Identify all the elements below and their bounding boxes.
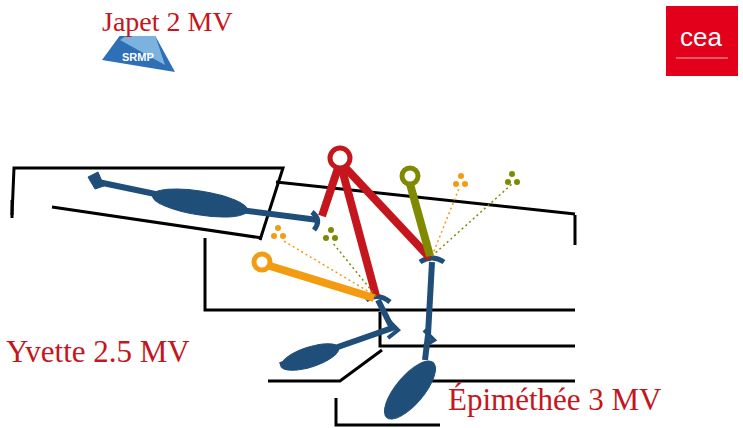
dotted-line (432, 186, 460, 256)
dotted-line (432, 184, 512, 256)
accelerator-tank (278, 338, 341, 376)
dots (505, 171, 520, 185)
orange-beamline (254, 254, 374, 298)
target-chamber (402, 168, 418, 184)
triple-beam-lines (322, 148, 430, 296)
magnet (424, 330, 434, 346)
accelerator-name: Yvette 2.5 MV (4, 336, 192, 367)
beamline (335, 300, 392, 348)
dots (323, 227, 338, 241)
dots (271, 225, 286, 239)
magnet (420, 258, 444, 262)
target-chamber (330, 148, 350, 168)
beamline (410, 184, 430, 256)
wall (205, 238, 575, 310)
dotted-line (332, 242, 376, 296)
magnet (312, 212, 318, 230)
beamline (270, 266, 374, 298)
wall (380, 312, 575, 346)
magnet (388, 320, 398, 338)
dotted-line (282, 240, 376, 296)
dot-clusters (271, 171, 520, 241)
beamline (340, 162, 430, 258)
accelerator-name: Épiméthée 3 MV (446, 384, 664, 415)
accelerator-name: Japet 2 MV (100, 8, 235, 36)
olive-beamline (402, 168, 430, 256)
logo-text: SRMP (122, 52, 154, 63)
cea-logo (666, 6, 738, 76)
logo-text: cea (680, 24, 722, 50)
beamline (98, 182, 160, 195)
accelerator-tank (376, 353, 444, 426)
target-chamber (254, 254, 270, 270)
wall (11, 200, 14, 218)
beamline (240, 210, 318, 220)
accelerator-tank (151, 184, 250, 223)
beamline (280, 362, 290, 365)
cea-logo-rule (676, 58, 728, 59)
wall (12, 168, 283, 240)
dots (453, 173, 468, 187)
wall (574, 215, 577, 245)
planned-lines (282, 184, 512, 296)
